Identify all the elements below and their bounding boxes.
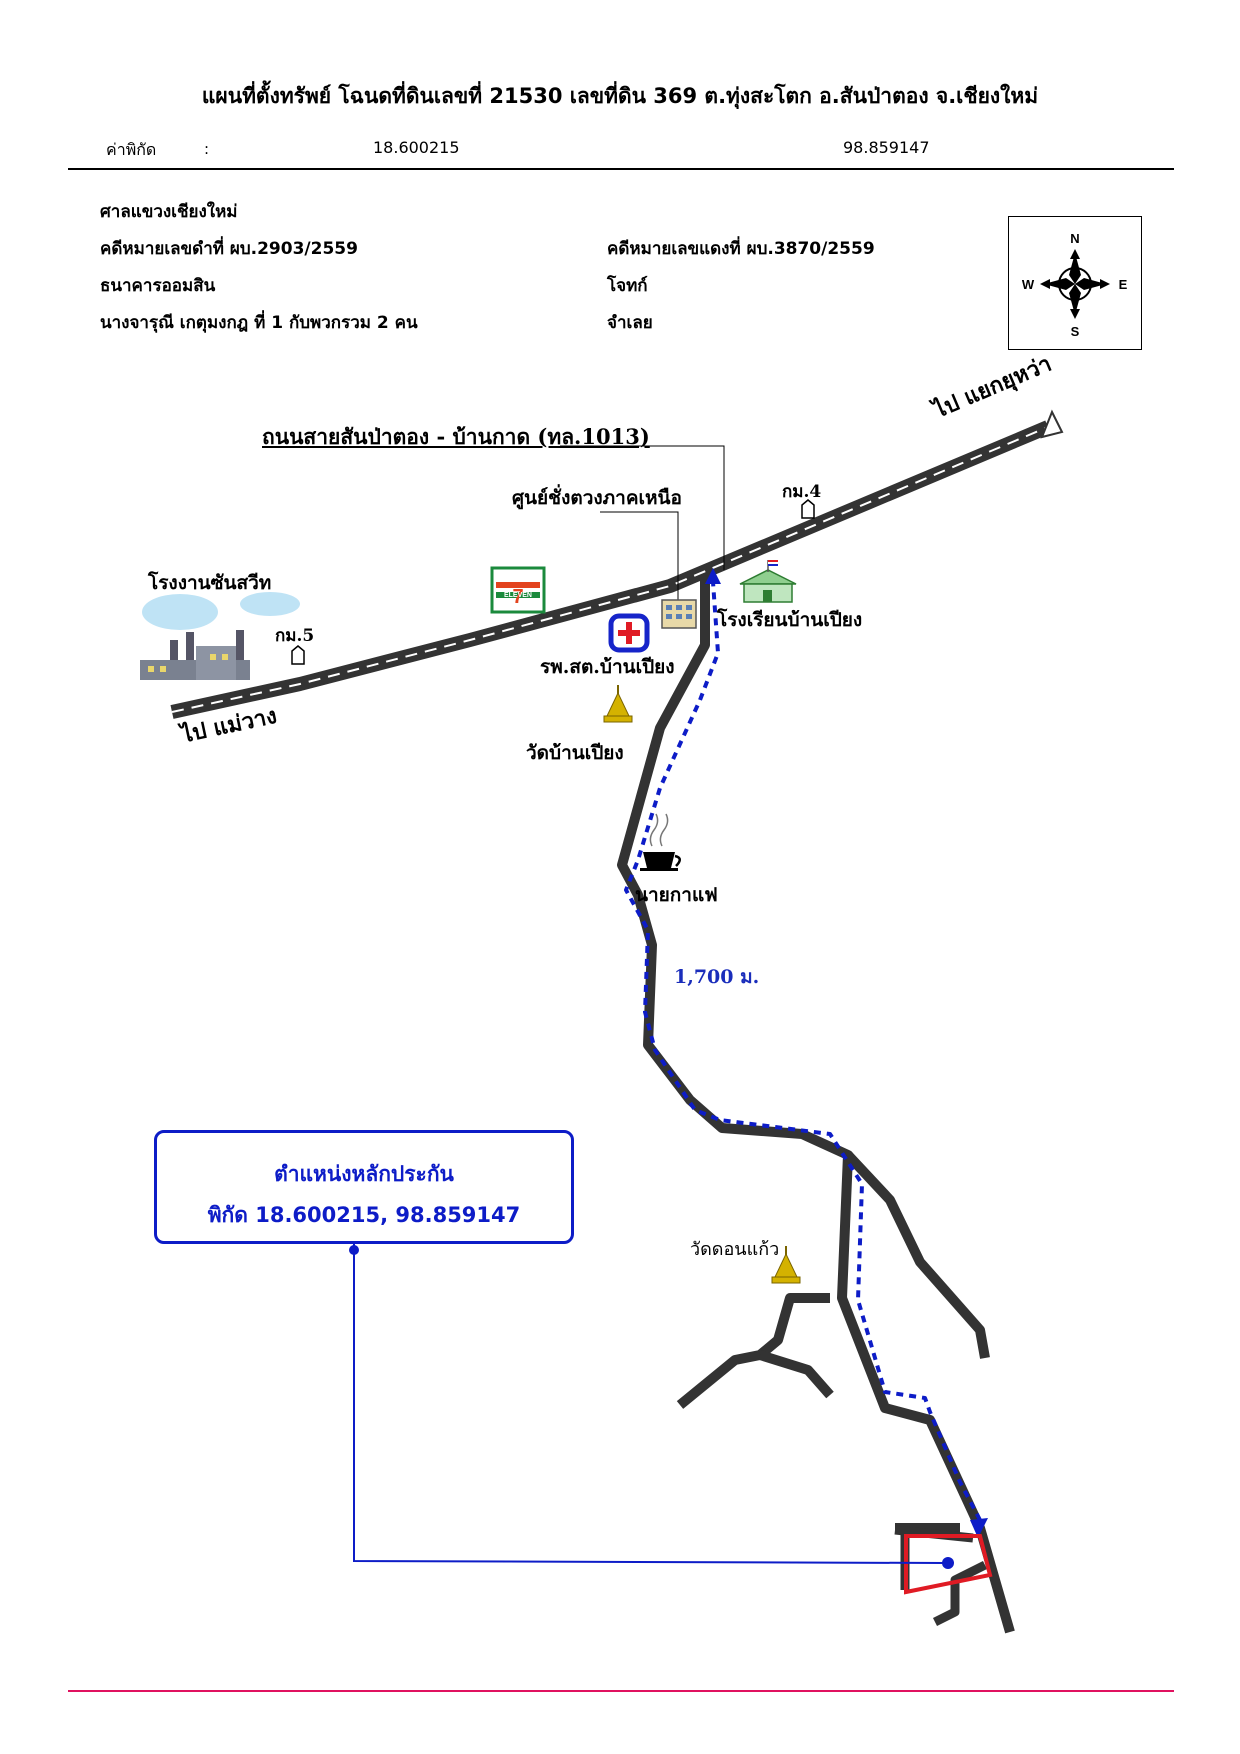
main-highway <box>170 409 1064 719</box>
temple1-label: วัดบ้านเปียง <box>526 742 624 764</box>
temple2-label: วัดดอนแก้ว <box>690 1239 780 1260</box>
route-end-arrow-icon <box>970 1518 988 1538</box>
highway-arrow-icon <box>1040 409 1064 439</box>
callout-coordinates: พิกัด 18.600215, 98.859147 <box>207 1203 521 1227</box>
factory-icon <box>140 592 300 680</box>
defendant-role: จำเลย <box>607 313 653 333</box>
red-case-number: คดีหมายเลขแดงที่ ผบ.3870/2559 <box>607 239 875 259</box>
seven-eleven-logo-icon: 7 ELEVEN <box>490 566 546 614</box>
factory-label: โรงงานซันสวีท <box>148 572 272 594</box>
collateral-plot <box>904 1534 993 1595</box>
longitude-value: 98.859147 <box>843 138 930 157</box>
km-post-icon <box>291 499 815 665</box>
callout-leader <box>353 1244 946 1564</box>
plot-marker-icon <box>942 1557 954 1569</box>
court-name: ศาลแขวงเชียงใหม่ <box>100 202 238 222</box>
plaintiff-role: โจทก์ <box>607 276 648 296</box>
svg-text:ELEVEN: ELEVEN <box>504 592 532 599</box>
footer-rule <box>68 1690 1174 1692</box>
compass-icon: N S W E <box>1022 231 1128 339</box>
coordinate-label: ค่าพิกัด <box>106 140 157 159</box>
route-path <box>624 568 988 1538</box>
plaintiff-name: ธนาคารออมสิน <box>100 276 216 296</box>
compass-s: S <box>1071 324 1080 339</box>
latitude-value: 18.600215 <box>373 138 460 157</box>
temple-icon <box>771 1246 801 1284</box>
school-label: โรงเรียนบ้านเปียง <box>717 609 863 631</box>
km5-label: กม.5 <box>275 626 315 646</box>
page-title: แผนที่ตั้งทรัพย์ โฉนดที่ดินเลขที่ 21530 … <box>201 84 1039 108</box>
compass-n: N <box>1070 231 1079 246</box>
coffee-label: นายกาแฟ <box>635 884 718 906</box>
defendant-name: นางจารุณี เกตุมงกฎ ที่ 1 กับพวกรวม 2 คน <box>100 313 418 333</box>
compass-w: W <box>1022 277 1035 292</box>
office-building-icon <box>661 599 697 629</box>
black-case-number: คดีหมายเลขดำที่ ผบ.2903/2559 <box>100 239 358 259</box>
route-start-arrow-icon <box>705 568 721 584</box>
school-icon <box>739 560 797 603</box>
svg-text:7: 7 <box>512 586 523 608</box>
header-divider <box>68 168 1174 170</box>
hospital-icon <box>608 613 650 653</box>
hospital-label: รพ.สต.บ้านเปียง <box>540 656 675 678</box>
compass-rose: N S W E <box>1008 216 1142 350</box>
callout-title: ตำแหน่งหลักประกัน <box>274 1162 454 1186</box>
coordinate-colon: : <box>204 140 210 158</box>
weighing-center-label: ศูนย์ชั่งตวงภาคเหนือ <box>512 487 682 509</box>
distance-label: 1,700 ม. <box>674 966 760 988</box>
temple-icon <box>603 685 633 723</box>
collateral-callout: ตำแหน่งหลักประกัน พิกัด 18.600215, 98.85… <box>154 1130 574 1244</box>
compass-e: E <box>1119 277 1128 292</box>
road-name-label: ถนนสายสันป่าตอง - บ้านกาด (ทล.1013) <box>262 424 650 449</box>
km4-label: กม.4 <box>782 482 822 502</box>
coffee-cup-icon <box>640 813 681 871</box>
side-road <box>617 575 1015 1634</box>
